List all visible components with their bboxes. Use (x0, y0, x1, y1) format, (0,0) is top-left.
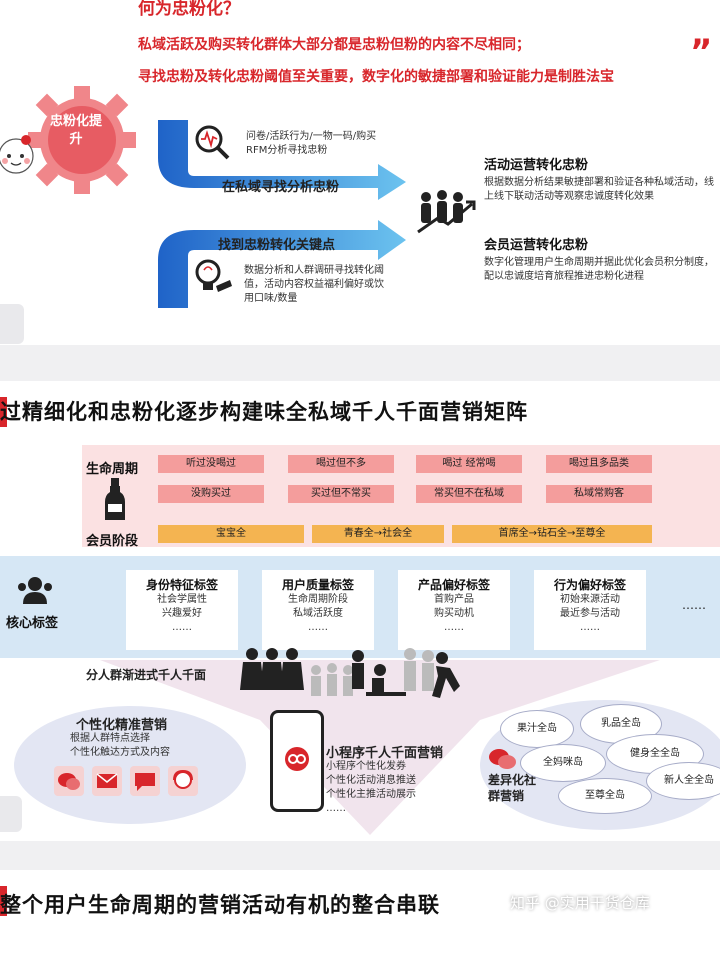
phone-icon (270, 710, 324, 812)
section-1-title: 过精细化和忠粉化逐步构建味全私域千人千面营销矩阵 (0, 396, 528, 426)
tag-card-line: 私域活跃度 (262, 607, 374, 621)
tag-card-quality: 用户质量标签 生命周期阶段 私域活跃度 …… (262, 570, 374, 650)
right-2-desc: 数字化管理用户生命周期并据此优化会员积分制度，配以忠诚度培育旅程推进忠粉化进程 (484, 256, 720, 286)
lifecycle-cell: 私域常购客 (546, 485, 652, 503)
gear-label: 忠粉化提升 (46, 113, 106, 149)
lead-line-2: 寻找忠粉及转化忠粉阈值至关重要，数字化的敏捷部署和验证能力是制胜法宝 (138, 66, 614, 86)
mail-icon (92, 766, 122, 796)
user-group-icon (16, 574, 54, 606)
lifecycle-cell: 喝过 经常喝 (416, 455, 522, 473)
lifecycle-cell: 喝过且多品类 (546, 455, 652, 473)
tag-card-line: …… (126, 621, 238, 635)
magnifier-chart-icon (192, 122, 232, 162)
miniapp-line: 个性化主推活动展示 (326, 788, 416, 802)
lifecycle-cell: 听过没喝过 (158, 455, 264, 473)
tag-card-line: 最近参与活动 (534, 607, 646, 621)
right-1-desc: 根据数据分析结果敏捷部署和验证各种私域活动，线上线下联动活动等观察忠诚度转化效果 (484, 176, 720, 206)
core-tags-label: 核心标签 (6, 612, 58, 631)
tag-card-line: …… (262, 621, 374, 635)
tag-card-title: 身份特征标签 (126, 576, 238, 593)
right-1-title: 活动运营转化忠粉 (484, 154, 588, 173)
personal-line: 根据人群特点选择 (70, 732, 150, 746)
member-label: 会员阶段 (86, 530, 138, 549)
right-2-title: 会员运营转化忠粉 (484, 234, 588, 253)
miniapp-title: 小程序千人千面营销 (326, 742, 443, 761)
arrow-2-desc: 数据分析和人群调研寻找转化阈值，活动内容权益福利偏好或饮用口味/数量 (244, 264, 384, 306)
tag-card-title: 行为偏好标签 (534, 576, 646, 593)
tag-card-line: …… (534, 621, 646, 635)
tag-card-identity: 身份特征标签 社会学属性 兴趣爱好 …… (126, 570, 238, 650)
lifecycle-cell: 常买但不在私域 (416, 485, 522, 503)
cartoon-face-icon (0, 130, 38, 176)
lightbulb-hand-icon (190, 256, 234, 298)
island: 至尊全岛 (558, 778, 652, 814)
arrow-2-label: 找到忠粉转化关键点 (218, 234, 335, 253)
lifecycle-cell: 买过但不常买 (288, 485, 394, 503)
personal-line: 个性化触达方式及内容 (70, 746, 170, 760)
tag-card-title: 产品偏好标签 (398, 576, 510, 593)
wechat-icon (54, 766, 84, 796)
member-stage: 首席全→钻石全→至尊全 (452, 525, 652, 543)
island: 果汁全岛 (500, 710, 574, 748)
island: 全妈咪岛 (520, 744, 606, 782)
tag-card-line: 兴趣爱好 (126, 607, 238, 621)
lead-line-1: 私域活跃及购买转化群体大部分都是忠粉但粉的内容不尽相同； (138, 34, 530, 54)
tag-card-product: 产品偏好标签 首购产品 购买动机 …… (398, 570, 510, 650)
arrow-1-desc: 问卷/活跃行为/一物一码/购买RFM分析寻找忠粉 (246, 130, 384, 158)
section-2-title: 整个用户生命周期的营销活动有机的整合串联 (0, 889, 440, 919)
miniapp-line: 个性化活动消息推送 (326, 774, 416, 788)
tags-more: …… (682, 598, 706, 612)
tag-card-line: 初始来源活动 (534, 593, 646, 607)
background-card (0, 304, 24, 344)
lifecycle-label: 生命周期 (86, 458, 138, 477)
tag-card-line: …… (398, 621, 510, 635)
tag-card-line: 生命周期阶段 (262, 593, 374, 607)
page-title: 何为忠粉化？ (138, 0, 240, 19)
crowd-label: 分人群渐进式千人千面 (86, 666, 206, 683)
arrow-1-label: 在私域寻找分析忠粉 (222, 176, 339, 195)
miniapp-line: …… (326, 802, 346, 816)
member-stage: 宝宝全 (158, 525, 304, 543)
member-stage: 青春全→社会全 (312, 525, 444, 543)
lifecycle-cell: 喝过但不多 (288, 455, 394, 473)
watermark: 知乎 @实用干货仓库 (510, 892, 650, 913)
sms-icon (130, 766, 160, 796)
lifecycle-cell: 没购买过 (158, 485, 264, 503)
tag-card-title: 用户质量标签 (262, 576, 374, 593)
tag-card-line: 社会学属性 (126, 593, 238, 607)
service-agent-icon (168, 766, 198, 796)
wechat-group-icon (488, 746, 518, 772)
bottle-icon (104, 478, 126, 520)
personal-title: 个性化精准营销 (76, 714, 167, 733)
tag-card-line: 首购产品 (398, 593, 510, 607)
crowd-people-icon (240, 646, 480, 710)
people-growth-icon (414, 188, 478, 236)
miniapp-line: 小程序个性化发券 (326, 760, 406, 774)
tag-card-line: 购买动机 (398, 607, 510, 621)
background-card (0, 796, 22, 832)
tag-card-behavior: 行为偏好标签 初始来源活动 最近参与活动 …… (534, 570, 646, 650)
quote-mark: ” (690, 32, 712, 72)
